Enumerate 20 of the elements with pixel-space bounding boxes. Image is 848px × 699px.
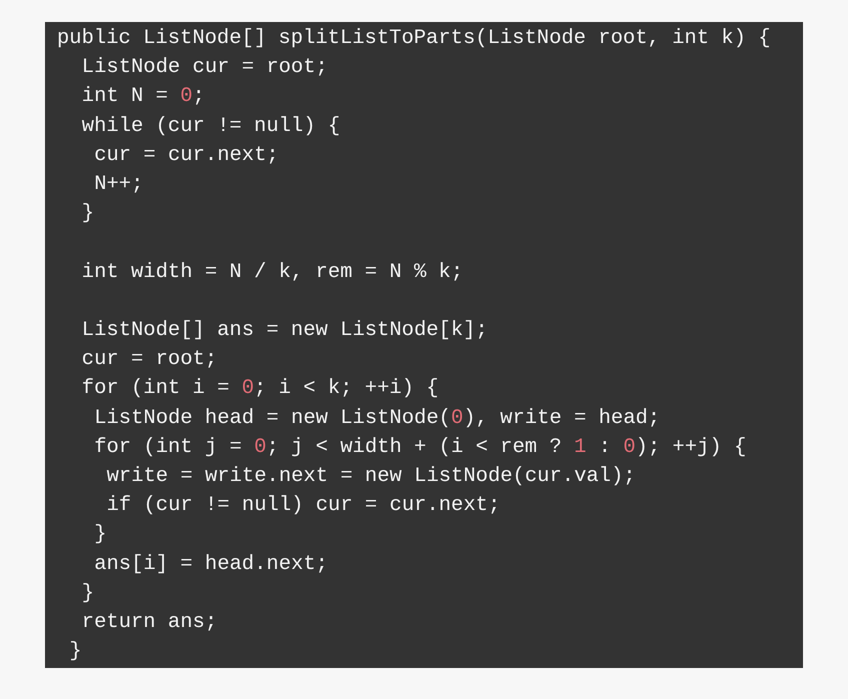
code-line: for (int j = 0; j < width + (i < rem ? 1 : 0); ++j) { [94,434,746,461]
code-line: cur = root; [82,347,218,374]
code-line: write = write.next = new ListNode(cur.val); [106,464,636,490]
code-line: ListNode cur = root; [82,55,328,82]
code-line: } [82,201,94,228]
code-line: } [82,580,94,607]
code-line: public ListNode[] splitListToParts(ListNode root, int k) { [57,26,771,52]
code-line: ListNode[] ans = new ListNode[k]; [82,318,488,344]
code-line: for (int i = 0; i < k; ++i) { [82,376,439,402]
code-line: ans[i] = head.next; [94,552,328,578]
code-line: ListNode head = new ListNode(0), write = head; [94,406,660,432]
code-line: while (cur != null) { [82,114,340,140]
code-line: int width = N / k, rem = N % k; [82,260,464,286]
code-line: } [69,639,82,666]
code-line: } [94,522,106,548]
code-line: if (cur != null) cur = cur.next; [106,493,500,520]
code-line: cur = cur.next; [94,142,279,169]
code-line: N++; [94,172,144,198]
code-line: return ans; [82,610,218,636]
code-line: int N = 0; [82,84,205,110]
